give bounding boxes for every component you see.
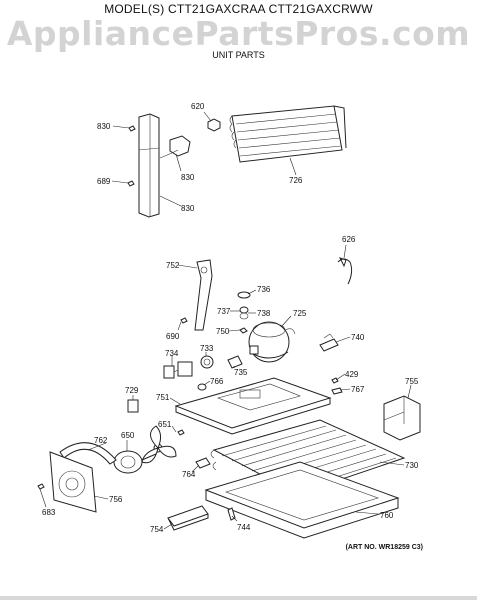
channel-part bbox=[138, 113, 160, 218]
grommet-part bbox=[237, 291, 251, 299]
callout-767: 767 bbox=[351, 385, 365, 394]
callout-754: 754 bbox=[150, 525, 164, 534]
heater-tube-part bbox=[337, 257, 353, 285]
callout-737: 737 bbox=[217, 307, 231, 316]
callout-756: 756 bbox=[109, 495, 123, 504]
relay-part bbox=[200, 355, 214, 369]
callout-744: 744 bbox=[237, 523, 251, 532]
shroud-part bbox=[59, 442, 117, 465]
drain-pan-part bbox=[204, 461, 400, 539]
bracket-part bbox=[383, 395, 421, 441]
callout-740: 740 bbox=[351, 333, 365, 342]
tubing-clamp-part bbox=[159, 135, 191, 159]
callout-726: 726 bbox=[289, 176, 303, 185]
screw-part bbox=[331, 377, 339, 384]
callout-760: 760 bbox=[380, 511, 394, 520]
screw-part bbox=[128, 125, 136, 132]
compressor-part bbox=[248, 321, 296, 363]
callout-690: 690 bbox=[166, 332, 180, 341]
base-pan-part bbox=[174, 377, 332, 435]
leader-lines bbox=[39, 111, 412, 530]
watermark: AppliancePartsPros.com bbox=[6, 14, 471, 53]
callout-762: 762 bbox=[94, 436, 108, 445]
callout-labels: 620 830 830 830 689 726 626 752 736 737 … bbox=[42, 102, 419, 534]
fan-motor-part bbox=[113, 450, 157, 474]
screw-part bbox=[127, 180, 135, 187]
section-title: UNIT PARTS bbox=[212, 50, 265, 60]
callout-750: 750 bbox=[216, 327, 230, 336]
grommet-part bbox=[239, 306, 249, 320]
capacitor-part bbox=[127, 399, 139, 413]
callout-752: 752 bbox=[166, 261, 180, 270]
callout-626: 626 bbox=[342, 235, 356, 244]
callout-651: 651 bbox=[158, 420, 172, 429]
callout-620: 620 bbox=[191, 102, 205, 111]
callout-830: 830 bbox=[181, 204, 195, 213]
bracket-part bbox=[167, 505, 209, 531]
callout-650: 650 bbox=[121, 431, 135, 440]
relay-clip-part bbox=[319, 333, 339, 352]
condenser-coil-part bbox=[229, 105, 347, 163]
callout-736: 736 bbox=[257, 285, 271, 294]
overload-part bbox=[163, 361, 193, 379]
bracket-part bbox=[331, 387, 343, 395]
callout-683: 683 bbox=[42, 508, 56, 517]
drier-clip-part bbox=[207, 118, 221, 132]
callout-830: 830 bbox=[97, 122, 111, 131]
grommet-part bbox=[197, 383, 207, 391]
callout-751: 751 bbox=[156, 393, 170, 402]
callout-730: 730 bbox=[405, 461, 419, 470]
bracket-part bbox=[195, 457, 211, 469]
footer-bar bbox=[0, 596, 477, 600]
callout-689: 689 bbox=[97, 177, 111, 186]
screw-part bbox=[180, 317, 188, 324]
callout-755: 755 bbox=[405, 377, 419, 386]
callout-830: 830 bbox=[181, 173, 195, 182]
stud-part bbox=[239, 327, 248, 334]
model-title: MODEL(S) CTT21GAXCRAA CTT21GAXCRWW bbox=[104, 2, 373, 16]
fan-housing-part bbox=[49, 451, 97, 513]
callout-764: 764 bbox=[182, 470, 196, 479]
clip-part bbox=[227, 355, 243, 369]
callout-429: 429 bbox=[345, 370, 359, 379]
callout-725: 725 bbox=[293, 309, 307, 318]
callout-738: 738 bbox=[257, 309, 271, 318]
screw-part bbox=[37, 483, 45, 490]
callout-766: 766 bbox=[210, 377, 224, 386]
callout-733: 733 bbox=[200, 344, 214, 353]
callout-734: 734 bbox=[165, 349, 179, 358]
bracket-part bbox=[194, 259, 213, 331]
callout-729: 729 bbox=[125, 386, 139, 395]
art-number: (ART NO. WR18259 C3) bbox=[345, 544, 423, 551]
callout-735: 735 bbox=[234, 368, 248, 377]
